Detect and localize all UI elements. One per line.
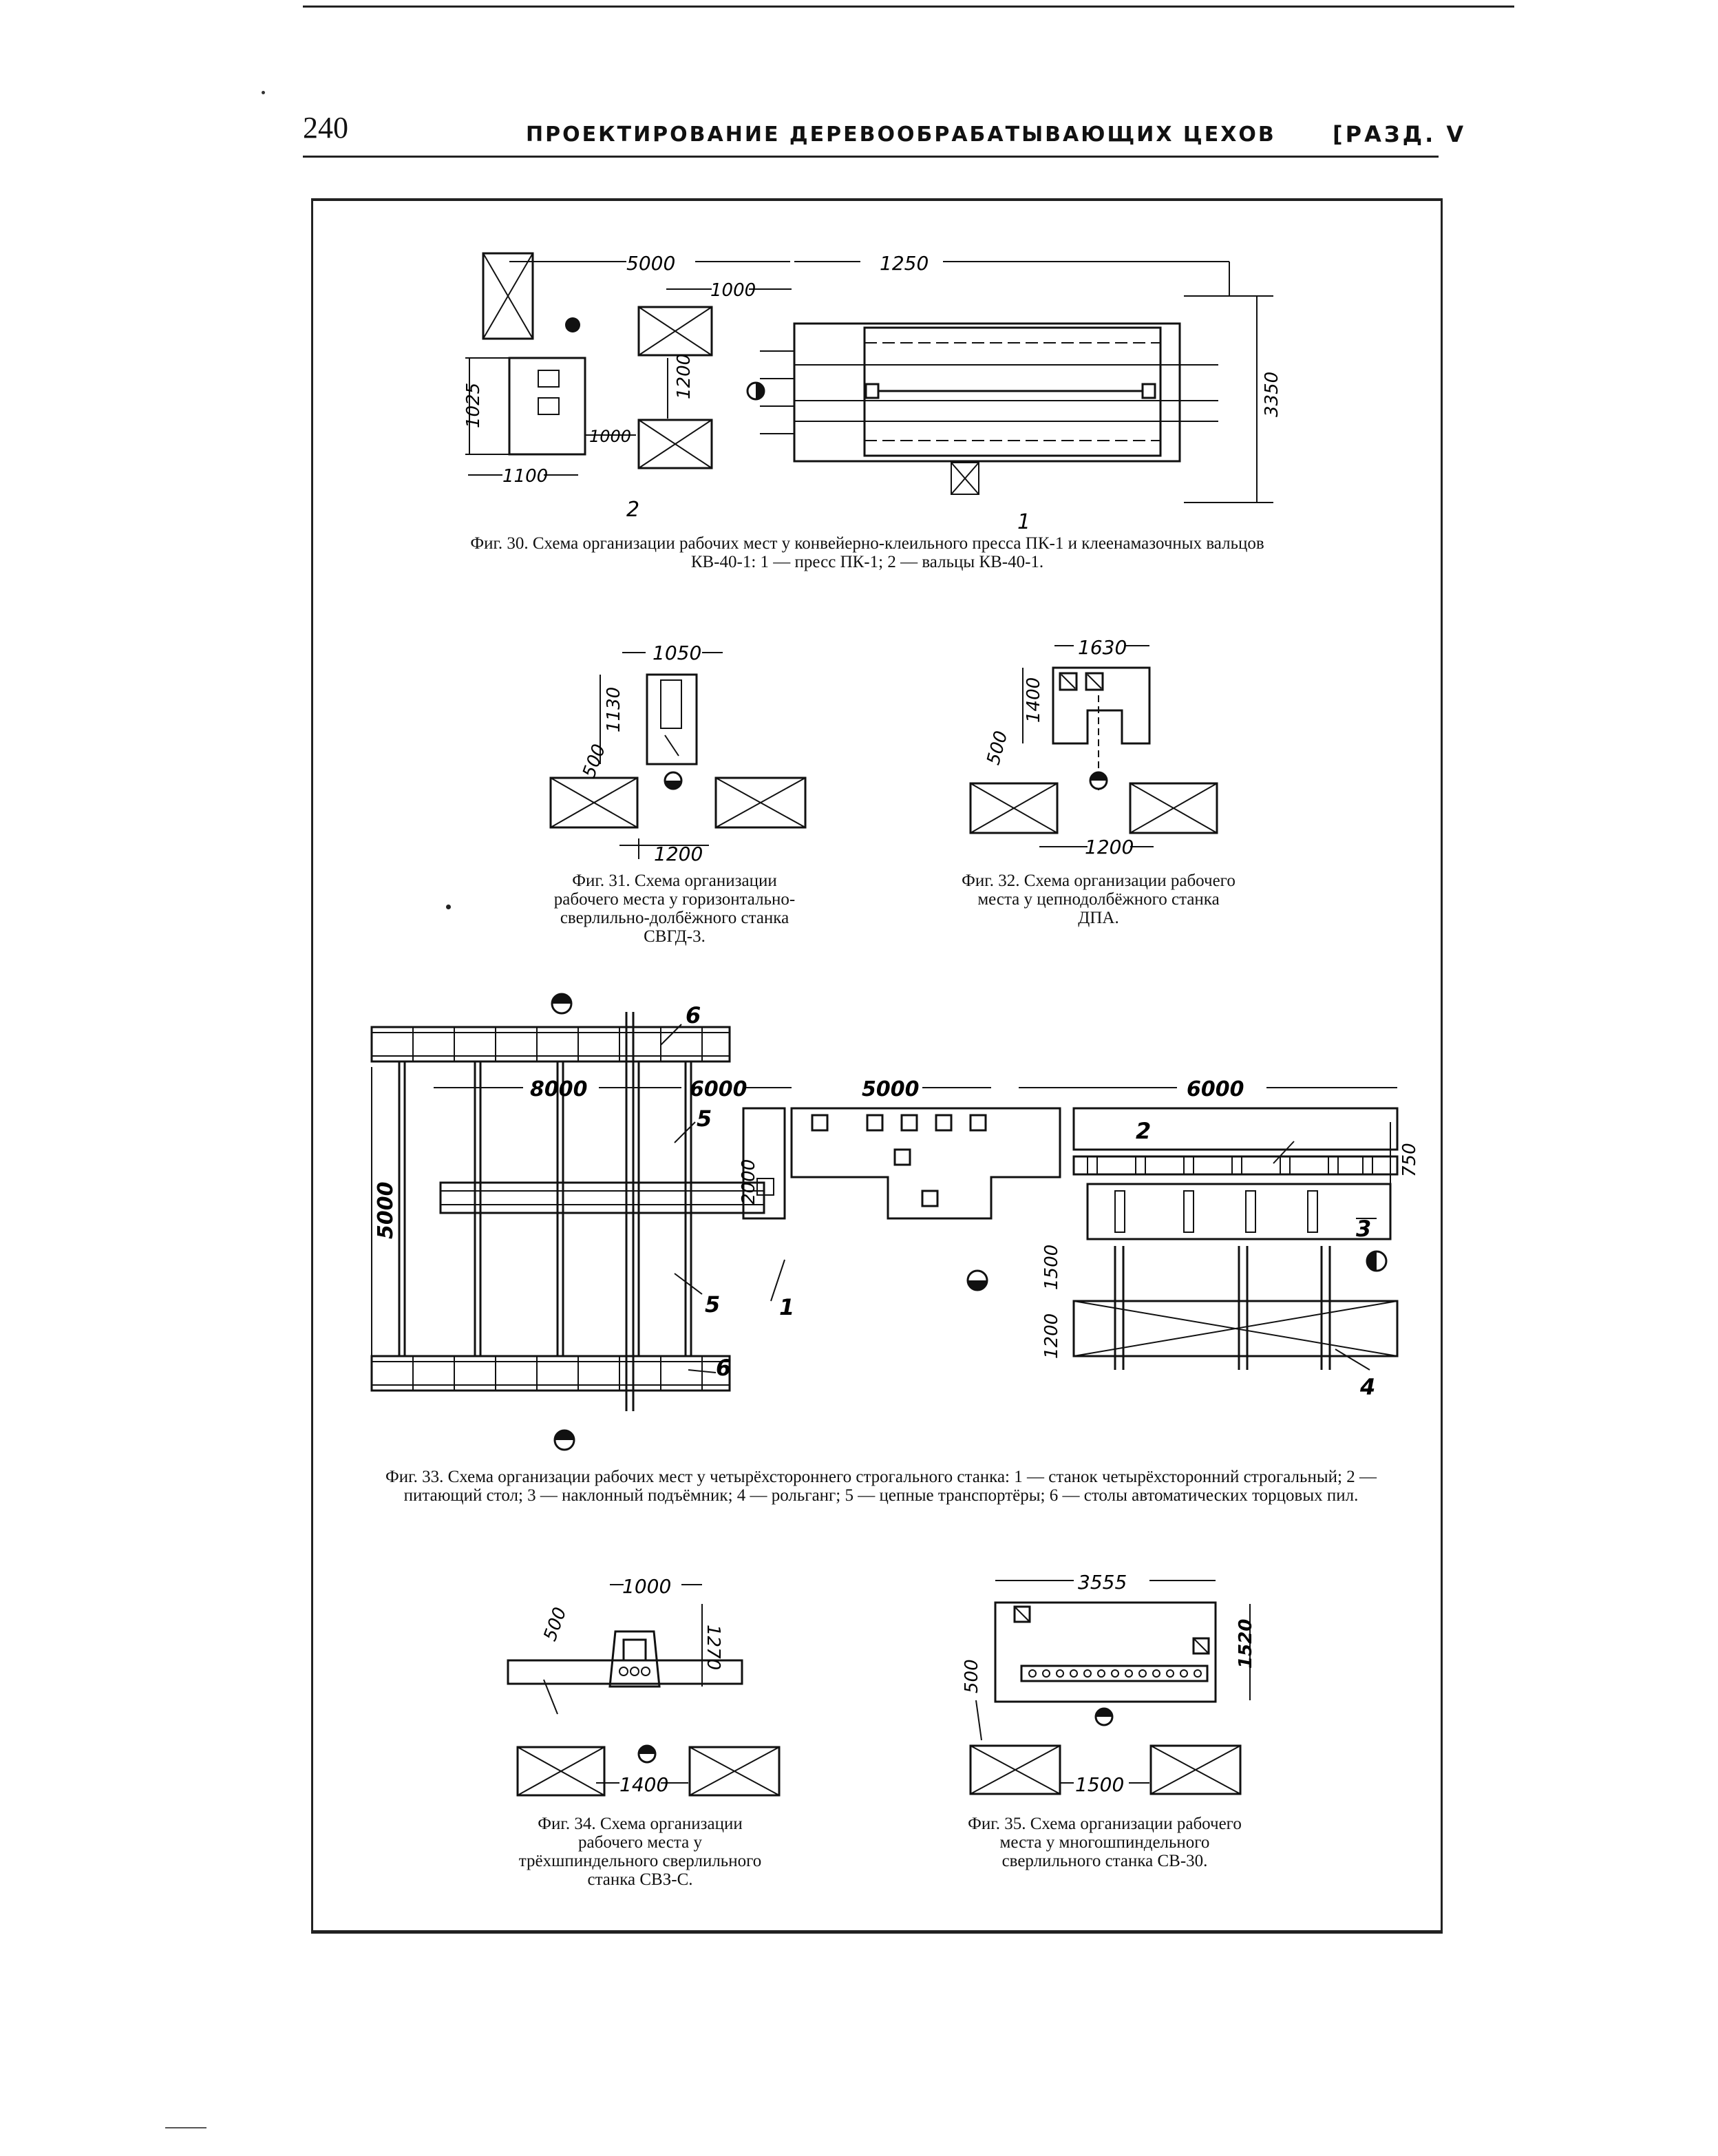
fig33-label-6-bottom: 6 [716, 1355, 731, 1381]
fig32-caption: Фиг. 32. Схема организации рабочего мест… [962, 871, 1236, 927]
fig33-dim-750: 750 [1399, 1143, 1418, 1177]
fig30-dim-1000b: 1000 [589, 427, 631, 446]
fig34-machine [608, 1630, 661, 1688]
fig32-dim-1630: 1630 [1078, 636, 1127, 659]
fig32-dim-1200: 1200 [1085, 836, 1134, 858]
top-rule [303, 6, 1514, 8]
fig30-dim-1250: 1250 [880, 252, 929, 275]
fig31-drawing: 1050 1130 500 1200 [549, 642, 807, 865]
fig33-dim-5000b: 5000 [374, 1182, 398, 1240]
fig30-rollers-machine [508, 357, 586, 456]
fig32-machine [1052, 666, 1151, 745]
header-rule [303, 156, 1439, 158]
scan-speck [446, 905, 451, 909]
fig31-caption: Фиг. 31. Схема организации рабочего мест… [553, 871, 796, 946]
fig33-feed-table [1072, 1107, 1399, 1151]
fig35-dim-1500: 1500 [1075, 1773, 1124, 1796]
fig30-label-2: 2 [626, 498, 639, 522]
fig35-dim-3555: 3555 [1078, 1571, 1127, 1594]
fig30-dim-1000a: 1000 [710, 280, 756, 301]
fig33-saw-table-bottom [370, 1355, 731, 1392]
fig33-drawing: 8000 6000 5000 6000 5000 2000 750 1500 1… [370, 993, 1418, 1451]
fig30-dim-3350: 3350 [1262, 372, 1282, 417]
fig33-dim-8000: 8000 [530, 1077, 588, 1101]
fig30-dim-1100: 1100 [502, 466, 548, 487]
fig34-caption: Фиг. 34. Схема организации рабочего мест… [518, 1815, 762, 1889]
fig34-dim-1270: 1270 [703, 1625, 723, 1670]
fig31-machine [646, 673, 698, 765]
fig33-lift [1086, 1183, 1392, 1240]
fig30-press [793, 322, 1181, 463]
fig33-label-2: 2 [1136, 1118, 1151, 1144]
fig33-center-conveyor [439, 1181, 765, 1214]
fig30-dim-1200: 1200 [674, 354, 694, 399]
fig35-dim-500: 500 [962, 1659, 982, 1693]
fig30-dim-5000: 5000 [626, 252, 675, 275]
fig34-drawing: 1000 1270 500 1400 [507, 1575, 781, 1797]
fig33-label-4: 4 [1359, 1374, 1375, 1400]
fig32-drawing: 1630 1400 500 1200 [969, 636, 1218, 858]
fig35-drawing: 3555 1520 500 1500 [962, 1571, 1256, 1796]
fig33-saw-table-top [370, 1026, 731, 1063]
fig35-spindle-row [1020, 1664, 1209, 1682]
fig34-dim-500: 500 [540, 1605, 571, 1644]
fig34-dim-1400: 1400 [619, 1773, 668, 1796]
fig33-label-5-top: 5 [697, 1106, 712, 1132]
fig33-planer [790, 1107, 1061, 1220]
fig35-caption: Фиг. 35. Схема организации рабочего мест… [968, 1815, 1242, 1870]
scan-speck [165, 2127, 206, 2128]
fig33-dim-1200: 1200 [1041, 1313, 1062, 1359]
fig33-dim-2000: 2000 [739, 1159, 759, 1205]
fig33-label-1: 1 [779, 1294, 794, 1320]
fig31-dim-500: 500 [579, 741, 610, 781]
fig35-machine [994, 1601, 1217, 1703]
fig33-label-5-bottom: 5 [705, 1291, 720, 1318]
scan-speck [262, 91, 265, 94]
fig31-dim-1200: 1200 [654, 843, 703, 865]
fig33-label-6-top: 6 [686, 1002, 701, 1028]
fig34-dim-1000: 1000 [622, 1575, 671, 1598]
fig33-dim-6000b: 6000 [1187, 1077, 1244, 1101]
fig33-dim-6000a: 6000 [690, 1077, 747, 1101]
fig32-dim-1400: 1400 [1024, 677, 1044, 723]
fig30-dim-1025: 1025 [463, 383, 484, 428]
fig31-dim-1050: 1050 [653, 642, 701, 664]
figure-frame [311, 198, 1443, 1934]
fig31-dim-1130: 1130 [604, 687, 624, 732]
fig30-caption: Фиг. 30. Схема организации рабочих мест … [470, 534, 1264, 571]
fig30-label-1: 1 [1017, 510, 1030, 530]
running-title: ПРОЕКТИРОВАНИЕ ДЕРЕВООБРАБАТЫВАЮЩИХ ЦЕХО… [526, 123, 1276, 147]
fig33-label-3: 3 [1356, 1216, 1371, 1242]
fig30-worker-icon [565, 317, 580, 332]
page-number: 240 [303, 111, 348, 145]
fig30-drawing: 5000 1250 1000 1200 1025 1000 1100 3350 … [463, 252, 1282, 530]
fig33-dim-5000a: 5000 [862, 1077, 920, 1101]
fig33-dim-1500: 1500 [1041, 1245, 1062, 1290]
section-label: [РАЗД. V [1333, 121, 1467, 147]
fig33-caption: Фиг. 33. Схема организации рабочих мест … [385, 1468, 1377, 1505]
fig35-dim-1520: 1520 [1236, 1619, 1256, 1669]
fig32-dim-500: 500 [983, 729, 1012, 768]
fig33-roller [1072, 1300, 1399, 1357]
